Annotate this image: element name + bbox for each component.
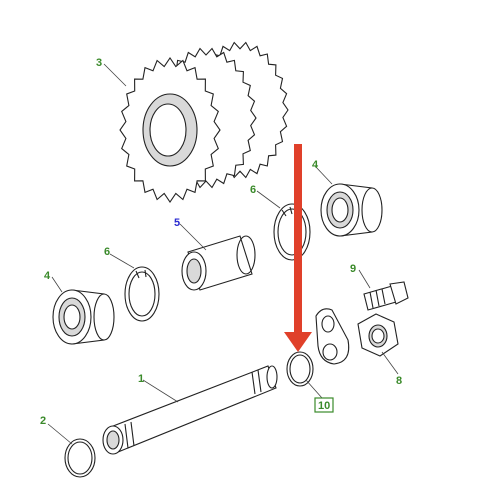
lock-plate xyxy=(315,308,350,365)
callout-4-right: 4 xyxy=(312,159,319,171)
highlight-arrow xyxy=(284,144,312,352)
snap-ring-right xyxy=(273,203,311,261)
callout-labels: 3 1 2 4 4 5 6 6 9 8 10 xyxy=(40,57,402,427)
circlip-2 xyxy=(64,438,96,478)
bolt-9 xyxy=(363,281,409,311)
sleeve xyxy=(181,235,256,291)
callout-2: 2 xyxy=(40,415,46,427)
callout-8: 8 xyxy=(396,375,402,387)
bearing-right xyxy=(320,183,383,237)
callout-1: 1 xyxy=(138,373,144,385)
callout-3: 3 xyxy=(96,57,102,69)
callout-9: 9 xyxy=(350,263,356,275)
shaft xyxy=(102,365,278,455)
nut-8 xyxy=(357,313,399,357)
gear-cluster xyxy=(119,41,289,203)
leader-lines xyxy=(47,63,399,445)
callout-10-box xyxy=(314,397,334,413)
callout-4-left: 4 xyxy=(44,270,51,282)
bearing-left xyxy=(52,289,115,345)
callout-6-right: 6 xyxy=(250,184,256,196)
callout-5: 5 xyxy=(174,217,180,229)
gear-bore-inner xyxy=(149,103,187,157)
callout-10: 10 xyxy=(318,400,330,412)
callout-6-left: 6 xyxy=(104,246,110,258)
o-ring-10 xyxy=(286,351,314,387)
snap-ring-left xyxy=(124,266,160,322)
